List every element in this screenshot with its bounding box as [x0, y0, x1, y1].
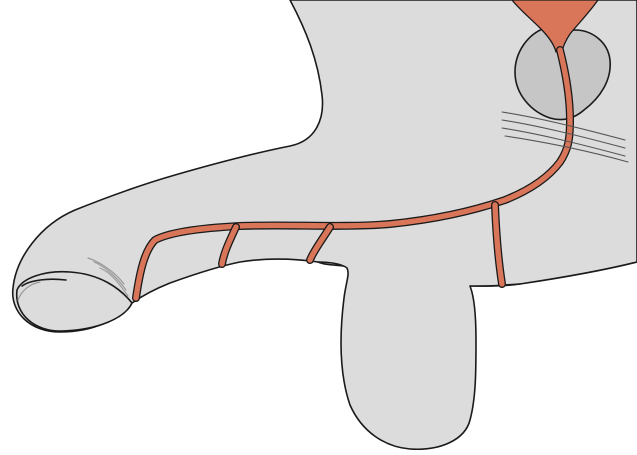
scrotum [318, 262, 520, 449]
